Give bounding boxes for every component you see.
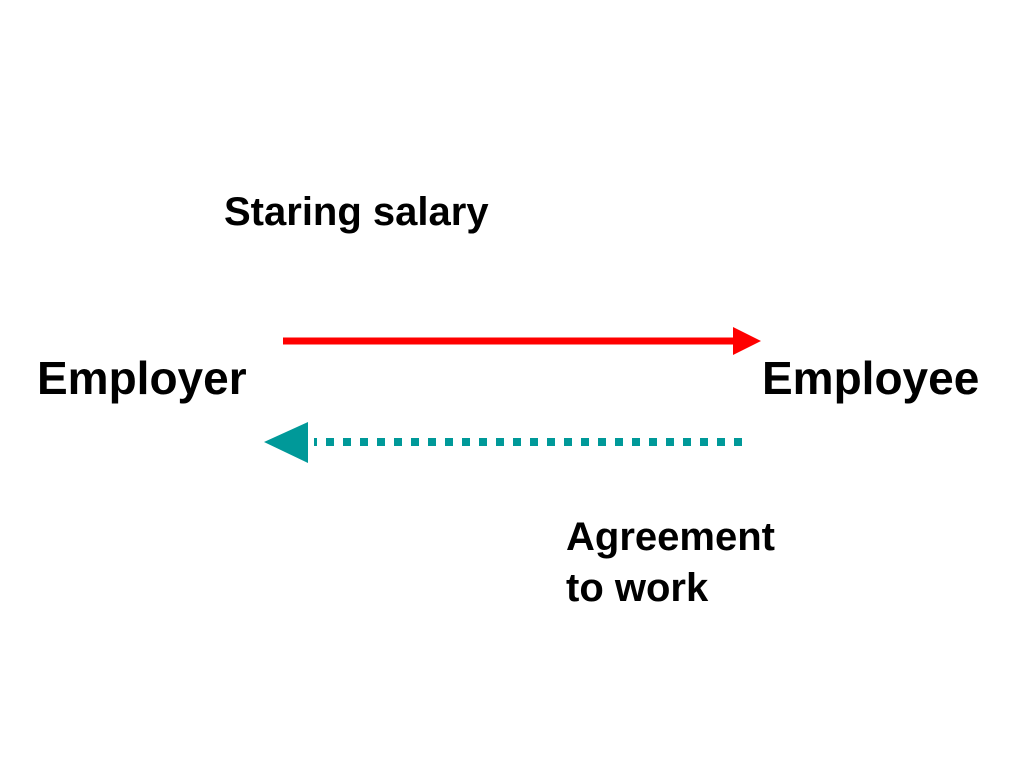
return-arrow <box>264 422 742 463</box>
agreement-label-line-1: Agreement <box>566 515 775 559</box>
agreement-label: Agreement to work <box>566 512 775 614</box>
agreement-label-line-2: to work <box>566 566 709 611</box>
forward-arrow-head <box>733 327 761 355</box>
employee-node: Employee <box>762 352 980 404</box>
employer-node: Employer <box>37 352 247 404</box>
return-arrow-head <box>264 422 308 463</box>
salary-label: Staring salary <box>224 190 489 234</box>
forward-arrow <box>283 327 761 355</box>
